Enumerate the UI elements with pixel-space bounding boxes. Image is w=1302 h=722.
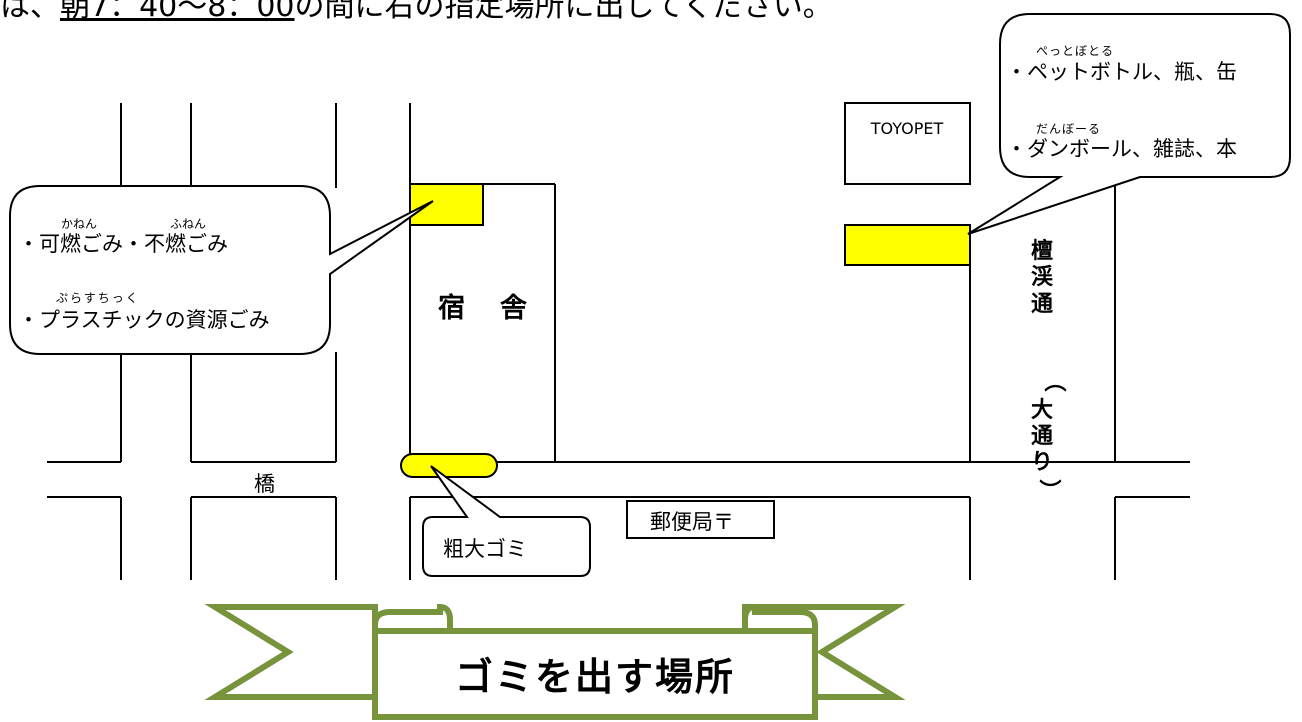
item-tail: ごみ xyxy=(186,232,228,256)
svg-text:・プラスチックの資源ごみ: ・プラスチックの資源ごみ xyxy=(18,308,270,332)
street-sub-char: 大 xyxy=(1031,398,1053,423)
street-name: 檀 渓 通 （ 大 通 り ） xyxy=(1031,238,1066,501)
item-mid: ごみ・ xyxy=(81,232,144,256)
callout-bottom: 粗大ゴミ xyxy=(422,465,591,577)
street-char: 檀 xyxy=(1031,238,1053,264)
toyopet-building: TOYOPET xyxy=(844,102,971,185)
bullet: ・ xyxy=(1006,137,1027,161)
bridge-label: 橋 xyxy=(254,472,275,496)
street-char: 渓 xyxy=(1031,265,1054,290)
item-nonburnable: 不燃 xyxy=(144,232,186,256)
street-sub-char: 通 xyxy=(1031,424,1053,449)
item-petbottle: ペットボトル xyxy=(1027,60,1153,84)
item-plastic: プラスチック xyxy=(39,308,165,332)
dormitory-char: 宿 xyxy=(438,292,465,324)
collection-spot-recyclables xyxy=(844,224,971,266)
top-suffix: の間に右の指定場所に出してください。 xyxy=(295,0,833,24)
oversized-label: 粗大ゴミ xyxy=(443,537,527,561)
bullet: ・ xyxy=(18,308,39,332)
post-office: 郵便局〒 xyxy=(626,500,775,539)
item-tail: 、雑誌、本 xyxy=(1132,137,1237,161)
roads xyxy=(47,103,1190,580)
street-sub-char: ） xyxy=(1036,479,1061,501)
item-tail: の資源ごみ xyxy=(165,308,270,332)
street-sub-char: （ xyxy=(1041,370,1066,392)
svg-text:・ペットボトル、瓶、缶: ・ペットボトル、瓶、缶 xyxy=(1006,60,1237,84)
callout-right: ぺっとぼとる ・ペットボトル、瓶、缶 だんぼーる ・ダンボール、雑誌、本 xyxy=(967,13,1291,235)
item-cardboard: ダンボール xyxy=(1027,137,1132,161)
top-instruction: は、朝7：40〜8：00の間に右の指定場所に出してください。 xyxy=(0,0,833,24)
dormitory-char: 舎 xyxy=(500,293,527,324)
item-tail: 、瓶、缶 xyxy=(1153,60,1237,84)
street-char: 通 xyxy=(1031,292,1053,317)
banner-tail-left xyxy=(204,604,378,700)
top-time: 朝7：40〜8：00 xyxy=(60,0,295,24)
svg-text:・ダンボール、雑誌、本: ・ダンボール、雑誌、本 xyxy=(1006,137,1237,161)
toyopet-label: TOYOPET xyxy=(870,119,944,138)
bullet: ・ xyxy=(18,232,39,256)
street-sub-char: り xyxy=(1031,450,1053,475)
post-office-label: 郵便局〒 xyxy=(650,510,734,534)
item-burnable: 可燃 xyxy=(39,232,81,256)
callout-left: かねん ふねん ・可燃ごみ・不燃ごみ ぷらすちっく ・プラスチックの資源ごみ xyxy=(9,185,434,355)
title-banner: ゴミを出す場所 xyxy=(204,603,906,720)
ruby-funen: ふねん xyxy=(170,217,206,231)
svg-text:は、朝7：40〜8：00の間に右の指定場所に出してください。: は、朝7：40〜8：00の間に右の指定場所に出してください。 xyxy=(0,0,833,24)
ruby-kanen: かねん xyxy=(61,217,97,231)
ruby-cardboard: だんぼーる xyxy=(1036,122,1101,136)
svg-text:かねん ふねん: かねん ふねん xyxy=(61,217,206,231)
ruby-petbottle: ぺっとぼとる xyxy=(1036,44,1114,58)
bullet: ・ xyxy=(1006,60,1027,84)
collection-spot-oversized xyxy=(400,453,498,478)
top-prefix: は、 xyxy=(0,0,60,24)
ruby-plastic: ぷらすちっく xyxy=(56,291,140,305)
banner-title: ゴミを出す場所 xyxy=(455,655,735,699)
dormitory-label: 宿 舎 xyxy=(438,292,527,324)
svg-text:・可燃ごみ・不燃ごみ: ・可燃ごみ・不燃ごみ xyxy=(18,232,228,256)
collection-spot-burnable xyxy=(409,183,484,226)
banner-body xyxy=(372,628,818,720)
